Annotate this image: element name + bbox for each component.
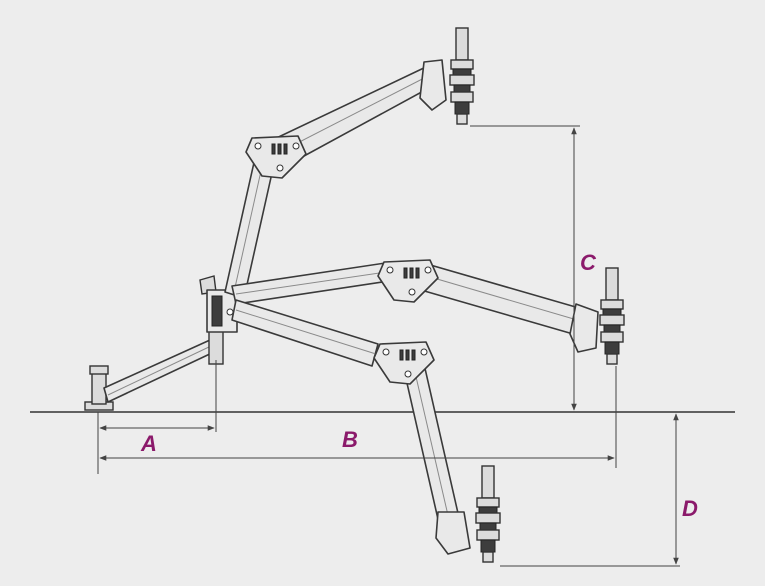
label-a: A (140, 431, 157, 456)
label-b: B (342, 427, 358, 452)
label-d: D (682, 496, 698, 521)
column-post (199, 275, 238, 365)
arm-lower-position (231, 299, 501, 563)
arm-middle-position (231, 259, 625, 365)
dimension-lines (97, 125, 680, 567)
label-c: C (580, 250, 597, 275)
arm-upper-position (224, 27, 475, 299)
base-foot (84, 365, 114, 411)
